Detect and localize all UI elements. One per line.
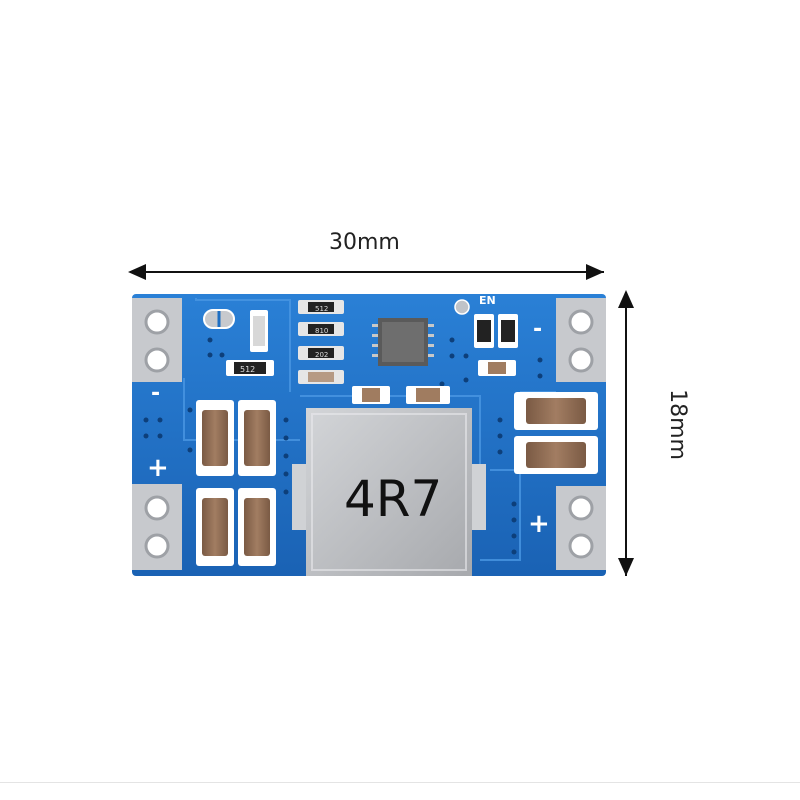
resistor-label-3: 202 bbox=[315, 351, 328, 359]
minus-label-left: - bbox=[151, 381, 160, 406]
resistor-label-4: 512 bbox=[240, 365, 255, 374]
vias bbox=[143, 337, 543, 555]
small-capacitor-2 bbox=[406, 386, 450, 404]
solder-jumper bbox=[203, 309, 235, 329]
resistor-small: 512 bbox=[226, 360, 274, 376]
en-pad bbox=[454, 299, 470, 315]
height-dimension-label: 18mm bbox=[664, 389, 690, 460]
pcb-board: - + - + EN 512 810 202 bbox=[132, 294, 606, 576]
through-holes bbox=[144, 309, 594, 559]
plus-label-left: + bbox=[147, 453, 169, 483]
resistor-label-2: 810 bbox=[315, 327, 328, 335]
bottom-divider bbox=[0, 782, 800, 783]
diode bbox=[250, 310, 268, 352]
inductor: 4R7 bbox=[306, 408, 472, 576]
resistor-array: 512 810 202 bbox=[298, 300, 344, 384]
resistor-label-1: 512 bbox=[315, 305, 328, 313]
ic-chip bbox=[372, 318, 434, 366]
en-label: EN bbox=[479, 294, 496, 307]
input-capacitors bbox=[196, 400, 276, 566]
small-capacitor-1 bbox=[352, 386, 390, 404]
inductor-marking: 4R7 bbox=[344, 470, 442, 528]
plus-label-right: + bbox=[528, 509, 550, 539]
resistor-pair bbox=[474, 314, 518, 348]
small-capacitor-3 bbox=[478, 360, 516, 376]
minus-label-right: - bbox=[533, 317, 542, 342]
width-dimension-label: 30mm bbox=[329, 230, 400, 255]
output-capacitors bbox=[514, 392, 598, 474]
